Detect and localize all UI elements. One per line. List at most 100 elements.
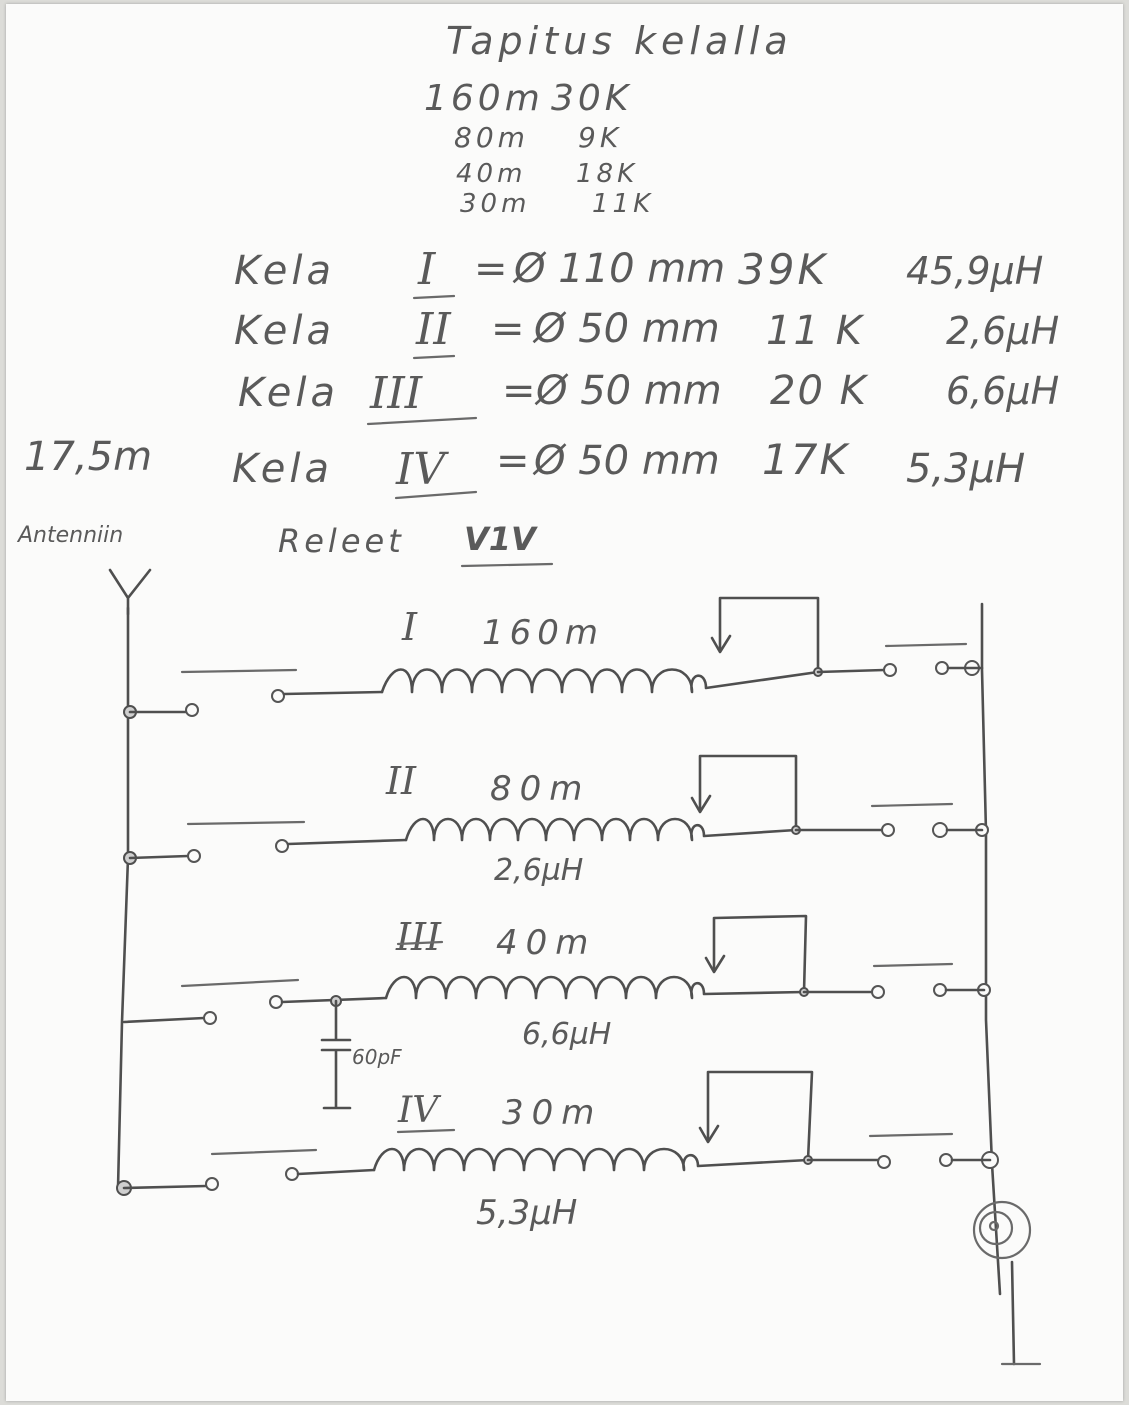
numeral-underline bbox=[412, 354, 456, 360]
output-rail bbox=[980, 602, 1002, 1296]
coil-name: Kela bbox=[238, 370, 339, 416]
relay-contact bbox=[933, 983, 947, 997]
coil-diameter: Ø 50 mm bbox=[534, 368, 722, 414]
coil-winding-icon bbox=[372, 1147, 810, 1172]
relay-switch bbox=[186, 820, 306, 826]
relay-switch bbox=[868, 1132, 954, 1138]
relay-contact bbox=[932, 822, 948, 838]
tap-wire bbox=[706, 1070, 814, 1162]
relay-contact bbox=[203, 1011, 217, 1025]
relay-switch bbox=[180, 978, 300, 988]
relay-contact bbox=[883, 663, 897, 677]
relay-contact bbox=[871, 985, 885, 999]
relay-switch bbox=[872, 962, 954, 968]
branch-3: 60pF III 40m 6,6µH bbox=[122, 914, 991, 1110]
tap-band-160: 160m bbox=[424, 78, 544, 119]
coil-turns: 11 K bbox=[766, 308, 865, 354]
coil-diameter: Ø 50 mm bbox=[532, 306, 720, 352]
coil-turns: 39K bbox=[738, 245, 828, 294]
relay-contact bbox=[935, 661, 949, 675]
relay-contact bbox=[205, 1177, 219, 1191]
coil-row-4: 17,5m Kela IV = Ø 50 mm 17K 5,3µH bbox=[24, 434, 1025, 495]
coil-numeral: II bbox=[415, 304, 452, 355]
coil-turns: 17K bbox=[762, 435, 850, 484]
branch-4: IV 30m 5,3µH bbox=[116, 1070, 999, 1233]
tap-wire bbox=[698, 754, 798, 832]
relay-switch bbox=[210, 1148, 318, 1156]
tap-arrow-icon bbox=[704, 954, 726, 974]
antenna-label: Antenniin bbox=[16, 523, 123, 548]
coil-numeral: III bbox=[369, 368, 424, 419]
branch-band: 40m bbox=[496, 923, 596, 963]
numeral-underline bbox=[396, 1128, 456, 1134]
relay-contact bbox=[881, 823, 895, 837]
relay-switch bbox=[180, 668, 298, 674]
equals-sign: = bbox=[491, 306, 525, 352]
coil-inductance: 5,3µH bbox=[906, 446, 1025, 492]
relay-contact bbox=[187, 849, 201, 863]
tap-arrow-icon bbox=[698, 1124, 720, 1144]
coil-diameter: Ø 110 mm bbox=[512, 246, 725, 292]
coil-name: Kela bbox=[232, 446, 333, 492]
numeral-underline bbox=[366, 416, 478, 426]
relays-value: V1V bbox=[464, 520, 538, 558]
relay-contact bbox=[877, 1155, 891, 1169]
ground-wire bbox=[1010, 1260, 1016, 1366]
equals-sign: = bbox=[502, 368, 536, 414]
antenna-length: 17,5m bbox=[24, 434, 152, 480]
relay-switch bbox=[884, 642, 968, 648]
relay-contact bbox=[185, 703, 199, 717]
tap-band-30: 30m bbox=[460, 189, 530, 219]
capacitor-label: 60pF bbox=[352, 1045, 402, 1069]
tap-wire bbox=[712, 914, 808, 994]
coil-inductance: 2,6µH bbox=[946, 309, 1059, 353]
tap-arrow-icon bbox=[690, 794, 712, 814]
relay-contact bbox=[275, 839, 289, 853]
coil-numeral: IV bbox=[395, 444, 449, 495]
hand-drawn-diagram: Tapitus kelalla 160m 30K 80m 9K 40m 18K … bbox=[16, 19, 1059, 1366]
branch-inductance: 5,3µH bbox=[476, 1193, 577, 1233]
branch-numeral: IV bbox=[397, 1090, 442, 1131]
coil-row-1: Kela I = Ø 110 mm 39K 45,9µH bbox=[234, 244, 1043, 295]
relay-contact bbox=[939, 1153, 953, 1167]
coil-diameter: Ø 50 mm bbox=[532, 438, 720, 484]
branch-band: 80m bbox=[490, 769, 590, 809]
branch-2: II 80m 2,6µH bbox=[123, 754, 989, 888]
numeral-underline bbox=[412, 294, 456, 300]
relays-label: Releet bbox=[278, 522, 405, 560]
coil-winding-icon bbox=[404, 817, 798, 842]
equals-sign: = bbox=[474, 246, 508, 292]
tap-turns-30: 11K bbox=[592, 189, 654, 219]
coil-name: Kela bbox=[234, 308, 335, 354]
branch-band: 160m bbox=[482, 613, 604, 653]
relay-contact bbox=[271, 689, 285, 703]
paper-sheet: Tapitus kelalla 160m 30K 80m 9K 40m 18K … bbox=[6, 4, 1123, 1401]
page-title: Tapitus kelalla bbox=[446, 19, 793, 63]
coil-inductance: 45,9µH bbox=[906, 249, 1043, 293]
antenna-rail bbox=[116, 606, 130, 1190]
branch-numeral: II bbox=[385, 759, 417, 803]
tap-turns-40: 18K bbox=[576, 159, 638, 189]
coil-winding-icon bbox=[384, 975, 806, 1000]
capacitor-icon bbox=[320, 999, 352, 1110]
branch-band: 30m bbox=[502, 1093, 602, 1133]
tap-turns-80: 9K bbox=[578, 121, 622, 154]
antenna-icon bbox=[108, 568, 152, 616]
tap-band-80: 80m bbox=[454, 121, 529, 154]
tap-band-40: 40m bbox=[456, 159, 526, 189]
equals-sign: = bbox=[496, 438, 530, 484]
branch-inductance: 2,6µH bbox=[494, 853, 583, 888]
coil-turns: 20 K bbox=[770, 368, 869, 414]
branch-numeral: III bbox=[395, 915, 442, 959]
numeral-underline bbox=[394, 490, 478, 500]
tap-wire bbox=[718, 596, 820, 674]
relays-underline bbox=[460, 562, 554, 568]
branch-inductance: 6,6µH bbox=[522, 1017, 611, 1052]
relay-contact bbox=[285, 1167, 299, 1181]
branch-1: I 160m bbox=[123, 596, 984, 719]
coil-winding-icon bbox=[380, 668, 820, 694]
numeral-underline bbox=[396, 940, 444, 946]
branch-numeral: I bbox=[401, 605, 418, 649]
coil-name: Kela bbox=[234, 248, 335, 294]
coil-numeral: I bbox=[417, 244, 437, 295]
